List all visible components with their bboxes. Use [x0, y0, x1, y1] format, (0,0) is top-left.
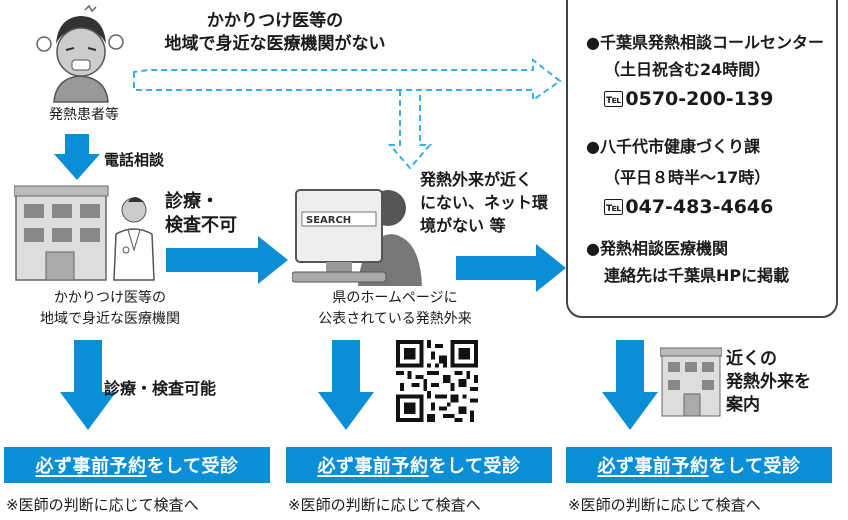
banner-underlined-text: 必ず事前予約 [597, 456, 709, 477]
arrow-website-to-contacts [456, 244, 566, 292]
reservation-banner-right: 必ず事前予約をして受診 [566, 447, 832, 483]
clinic-illustration [13, 180, 164, 284]
cannot-exam-line1: 診療・ [165, 191, 219, 212]
banner-underlined-text: 必ず事前予約 [35, 456, 147, 477]
call-center-hours: （土日祝含む24時間） [604, 60, 771, 79]
patient-illustration [30, 4, 130, 104]
city-office-name: ●八千代市健康づくり課 [586, 137, 760, 156]
nearby-clinic-illustration [659, 346, 723, 418]
clinic-caption: かかりつけ医等の 地域で身近な医療機関 [10, 288, 210, 330]
nearby-fever-clinic-text: 近くの 発熱外来を 案内 [726, 348, 811, 417]
nearby-line1: 近くの [726, 349, 777, 369]
dashed-arrow-to-call-center [133, 57, 562, 102]
call-center-phone[interactable]: 0570-200-139 [625, 88, 774, 110]
doctor-judgement-note-left: ※医師の判断に応じて検査へ [6, 496, 199, 514]
reason-text: 発熱外来が近く にない、ネット環 境がない 等 [420, 168, 570, 237]
call-center-name: ●千葉県発熱相談コールセンター [586, 33, 824, 52]
city-office-phone[interactable]: 047-483-4646 [625, 196, 774, 218]
phone-consult-label: 電話相談 [104, 151, 165, 169]
city-office-hours: （平日８時半～17時） [604, 168, 771, 187]
contacts-box [566, 0, 838, 318]
phone-consult-arrow [54, 134, 100, 180]
banner-underlined-text: 必ず事前予約 [317, 456, 429, 477]
doctor-judgement-note-middle: ※医師の判断に応じて検査へ [288, 496, 481, 514]
nearby-line3: 案内 [726, 395, 760, 415]
institutions-note: 連絡先は千葉県HPに掲載 [604, 266, 790, 285]
arrow-clinic-to-website [166, 236, 288, 284]
website-caption-line2: 公表されている発熱外来 [318, 311, 472, 327]
banner-rest-text: をして受診 [428, 456, 521, 477]
nearby-line2: 発熱外来を [726, 372, 811, 392]
down-arrow-right [602, 340, 658, 430]
no-local-clinic-line1: かかりつけ医等の [206, 11, 344, 31]
website-caption: 県のホームページに 公表されている発熱外来 [300, 288, 490, 330]
banner-rest-text: をして受診 [146, 456, 239, 477]
dashed-arrow-to-website [387, 90, 433, 170]
clinic-caption-line2: 地域で身近な医療機関 [40, 311, 180, 327]
cannot-exam-text: 診療・ 検査不可 [165, 190, 237, 238]
reason-line1: 発熱外来が近く [420, 170, 533, 189]
website-screen-text: SEARCH [306, 215, 351, 226]
reason-line3: 境がない 等 [420, 216, 506, 235]
reason-line2: にない、ネット環 [420, 193, 549, 212]
exam-possible-label: 診療・検査可能 [104, 379, 217, 398]
tel-icon: ℡ [604, 199, 624, 215]
reservation-banner-left: 必ず事前予約をして受診 [4, 447, 270, 483]
banner-rest-text: をして受診 [708, 456, 801, 477]
qr-code[interactable] [396, 340, 478, 422]
no-local-clinic-text: かかりつけ医等の 地域で身近な医療機関がない [140, 10, 410, 56]
cannot-exam-line2: 検査不可 [165, 215, 237, 236]
reservation-banner-middle: 必ず事前予約をして受診 [286, 447, 552, 483]
institutions-contact: ●発熱相談医療機関 連絡先は千葉県HPに掲載 [586, 238, 789, 288]
no-local-clinic-line2: 地域で身近な医療機関がない [164, 34, 386, 54]
patient-label: 発熱患者等 [49, 107, 119, 123]
website-illustration: SEARCH [291, 178, 422, 286]
institutions-name: ●発熱相談医療機関 [586, 239, 728, 258]
website-caption-line1: 県のホームページに [332, 290, 458, 306]
down-arrow-middle [318, 340, 374, 430]
tel-icon: ℡ [604, 91, 624, 107]
clinic-caption-line1: かかりつけ医等の [53, 290, 167, 306]
down-arrow-left [60, 340, 116, 430]
doctor-judgement-note-right: ※医師の判断に応じて検査へ [568, 496, 761, 514]
